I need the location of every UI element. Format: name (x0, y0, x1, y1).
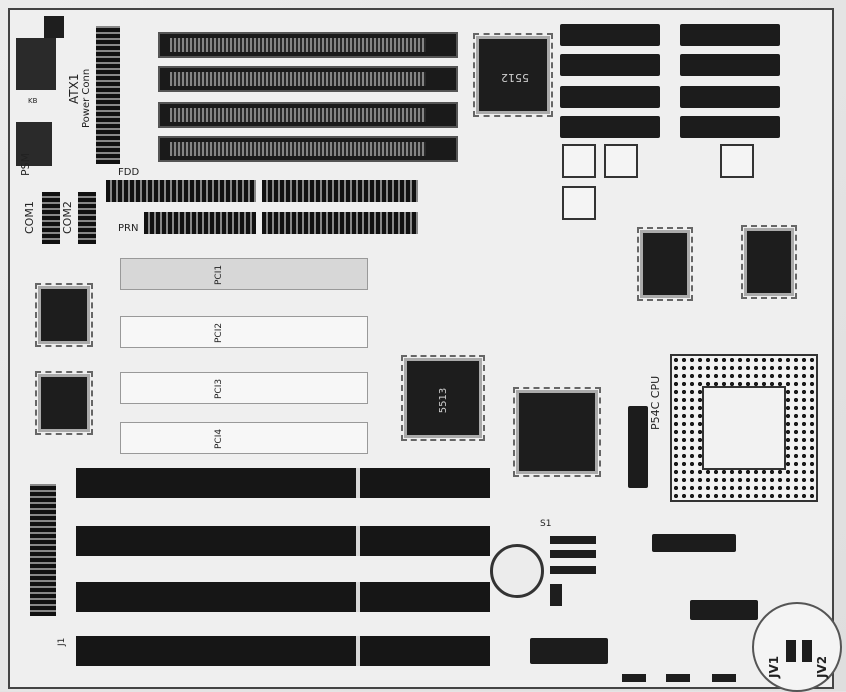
tag-chip (637, 227, 693, 301)
simm-socket-2 (158, 66, 458, 92)
pci3-label: PCI3 (214, 378, 224, 399)
pci-slot-3: PCI3 (120, 372, 368, 404)
cache-chip (560, 116, 660, 138)
jumper-block (550, 566, 596, 574)
bottom-header (712, 674, 736, 682)
motherboard-diagram: KB PSM ATX1 Power Conn 5512 FDD PRN COM1… (8, 8, 842, 692)
kb-header (44, 16, 64, 38)
tag-ram-socket (562, 186, 596, 220)
pci2-label: PCI2 (214, 322, 224, 343)
cache-chip (680, 54, 780, 76)
fdd-label: FDD (118, 167, 140, 178)
prn-label: PRN (118, 223, 139, 234)
cache-chip (560, 54, 660, 76)
jv2-jumper (802, 640, 812, 662)
tag-ram-socket (720, 144, 754, 178)
bottom-chip (530, 638, 608, 664)
jumper-block (550, 584, 562, 606)
ide-connector-2 (262, 212, 418, 234)
jumper-block (550, 550, 596, 558)
cpu-socket-center (702, 386, 786, 470)
cache-chip (680, 116, 780, 138)
pci-slot-1: PCI1 (120, 258, 368, 290)
simm-socket-3 (158, 102, 458, 128)
fdd-connector (106, 180, 256, 202)
tag-chip (741, 225, 797, 299)
atx1-power-connector (96, 26, 120, 164)
psm-connector (16, 122, 52, 166)
bottom-chip (690, 600, 758, 620)
io-chip (35, 283, 93, 347)
com1-label: COM1 (23, 201, 36, 234)
printer-connector (144, 212, 256, 234)
vertical-chip (628, 406, 648, 488)
jv1-label: JV1 (767, 655, 781, 678)
cache-chip (560, 24, 660, 46)
tag-ram-socket (562, 144, 596, 178)
bios-chip (35, 371, 93, 435)
atx1-label: ATX1 (67, 73, 81, 104)
tag-ram-socket (604, 144, 638, 178)
jumper-detail-circle (752, 602, 842, 692)
bottom-header (666, 674, 690, 682)
com2-connector (78, 192, 96, 244)
j1-label: J1 (57, 637, 67, 646)
ide-connector-1 (262, 180, 418, 202)
pci1-label: PCI1 (214, 264, 224, 285)
com2-label: COM2 (61, 201, 74, 234)
chip-5512: 5512 (473, 33, 553, 117)
keyboard-connector (16, 38, 56, 90)
bottom-chip (652, 534, 736, 552)
pci-slot-4: PCI4 (120, 422, 368, 454)
simm-socket-4 (158, 136, 458, 162)
cmos-battery (490, 544, 544, 598)
isa-slot-2 (76, 526, 490, 556)
p54c-cpu-label: P54C CPU (649, 375, 662, 430)
jv2-label: JV2 (815, 655, 829, 678)
cache-chip (680, 86, 780, 108)
psm-label: PSM (19, 152, 32, 176)
pci-slot-2: PCI2 (120, 316, 368, 348)
jv1-jumper (786, 640, 796, 662)
chip-5512-label: 5512 (501, 71, 529, 84)
chipset-chip (513, 387, 601, 477)
front-panel-connector (30, 484, 56, 616)
s1-label: S1 (540, 519, 552, 529)
bottom-header (622, 674, 646, 682)
isa-slot-1 (76, 468, 490, 498)
isa-slot-4 (76, 636, 490, 666)
chip-5513-label: 5513 (438, 387, 450, 414)
isa-slot-3 (76, 582, 490, 612)
cpu-socket (670, 354, 818, 502)
power-conn-label: Power Conn (81, 68, 92, 128)
jumper-block (550, 536, 596, 544)
cache-chip (560, 86, 660, 108)
simm-socket-1 (158, 32, 458, 58)
chip-5513: 5513 (401, 355, 485, 441)
cache-chip (680, 24, 780, 46)
kb-label: KB (28, 97, 38, 105)
com1-connector (42, 192, 60, 244)
pci4-label: PCI4 (214, 428, 224, 449)
